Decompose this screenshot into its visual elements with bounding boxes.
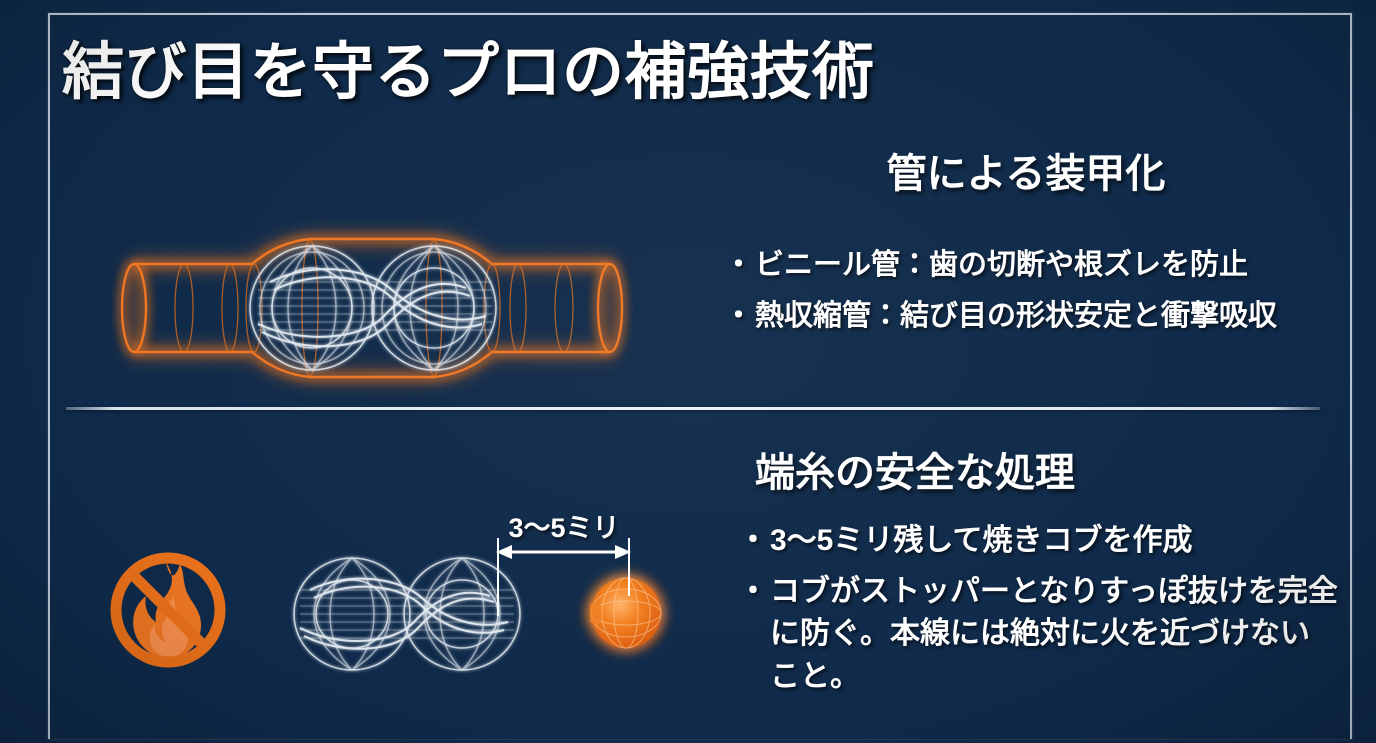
no-fire-icon: [110, 552, 226, 668]
bullet-marker-icon: ・: [724, 249, 754, 281]
melted-bead: [590, 577, 662, 649]
list-item: ・ 熱収縮管：結び目の形状安定と衝撃吸収: [724, 296, 1334, 337]
list-item: ・ ビニール管：歯の切断や根ズレを防止: [724, 245, 1334, 286]
illustration-knot-with-melted-bead: [62, 530, 682, 700]
bullet-marker-icon: ・: [724, 300, 754, 333]
knot-wireframe: [293, 557, 521, 671]
bullet-text: ビニール管：歯の切断や根ズレを防止: [755, 249, 1249, 281]
bullet-marker-icon: ・: [738, 574, 768, 608]
bullet-marker-icon: ・: [738, 524, 768, 557]
protective-tube-wireframe: [120, 237, 624, 379]
bullet-list-tube-armor: ・ ビニール管：歯の切断や根ズレを防止 ・ 熱収縮管：結び目の形状安定と衝撃吸収: [724, 245, 1334, 347]
list-item: ・ 3〜5ミリ残して焼きコブを作成: [738, 520, 1338, 563]
dimension-label: 3〜5ミリ: [508, 513, 620, 543]
dimension-arrow: [496, 538, 631, 616]
page-title: 結び目を守るプロの補強技術: [62, 38, 875, 107]
knot-wireframe: [249, 245, 497, 371]
bullet-text: 3〜5ミリ残して焼きコブを作成: [770, 524, 1193, 557]
bullet-list-tag-end-treatment: ・ 3〜5ミリ残して焼きコブを作成 ・ コブがストッパーとなりすっぽ抜けを完全に…: [738, 520, 1338, 706]
list-item: ・ コブがストッパーとなりすっぽ抜けを完全に防ぐ。本線には絶対に火を近づけないこ…: [738, 571, 1338, 699]
illustration-knot-inside-tube: [62, 212, 682, 392]
section-divider: [66, 407, 1320, 410]
bullet-text: 熱収縮管：結び目の形状安定と衝撃吸収: [755, 300, 1278, 333]
slide-border-frame: [48, 13, 1352, 739]
section-heading-tube-armor: 管による装甲化: [886, 152, 1166, 196]
bullet-text: コブがストッパーとなりすっぽ抜けを完全に防ぐ。本線には絶対に火を近づけないこと。: [770, 574, 1338, 693]
tube-hoops: [174, 239, 574, 377]
section-heading-tag-end-treatment: 端糸の安全な処理: [755, 451, 1075, 495]
